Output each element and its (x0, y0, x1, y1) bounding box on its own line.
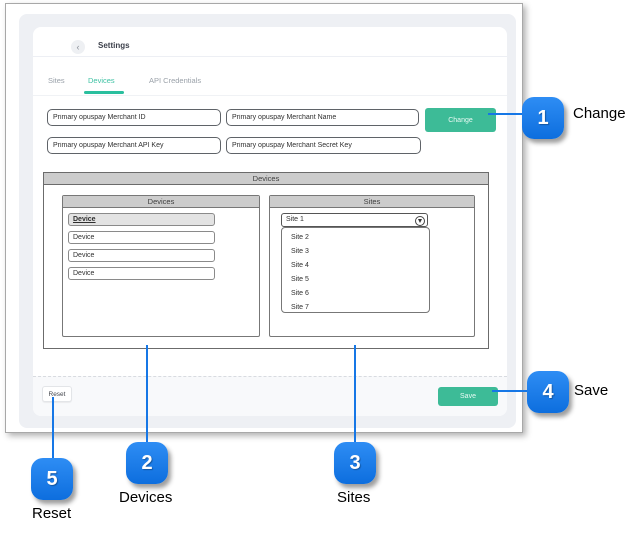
change-button[interactable]: Change (425, 108, 496, 132)
callout-label-sites: Sites (337, 489, 371, 506)
back-button[interactable]: ‹ (71, 40, 85, 54)
device-item[interactable]: Device (68, 213, 215, 226)
device-item[interactable]: Device (68, 249, 215, 262)
merchant-id-field[interactable] (47, 109, 221, 126)
site-list-item[interactable]: Site 4 (291, 262, 309, 269)
sites-column: Sites Site 1 Site 2 Site 3 Site 4 Site 5… (269, 195, 475, 337)
merchant-name-field[interactable] (226, 109, 419, 126)
site-list-item[interactable]: Site 2 (291, 234, 309, 241)
callout-badge-2: 2 (126, 442, 168, 484)
tab-bar: Sites Devices API Credentials (33, 57, 507, 96)
device-item[interactable]: Device (68, 231, 215, 244)
devices-panel-title: Devices (44, 173, 488, 185)
devices-panel-body: Devices Device Device Device Device Site… (44, 185, 488, 348)
callout-5-connector (52, 397, 54, 458)
devices-panel: Devices Devices Device Device Device Dev… (43, 172, 489, 349)
app-window: ‹ Settings Sites Devices API Credentials… (5, 3, 523, 433)
site-dropdown-value: Site 1 (286, 216, 304, 223)
site-list-item[interactable]: Site 5 (291, 276, 309, 283)
sites-list: Site 2 Site 3 Site 4 Site 5 Site 6 Site … (281, 227, 430, 313)
devices-column: Devices Device Device Device Device (62, 195, 260, 337)
tab-sites[interactable]: Sites (48, 76, 65, 85)
callout-badge-1: 1 (522, 97, 564, 139)
callout-label-save: Save (574, 382, 609, 399)
callout-label-reset: Reset (32, 505, 72, 522)
site-dropdown[interactable]: Site 1 (281, 213, 428, 227)
back-icon: ‹ (76, 41, 80, 52)
settings-card: ‹ Settings Sites Devices API Credentials… (33, 27, 507, 416)
callout-label-change: Change (573, 105, 626, 122)
device-item[interactable]: Device (68, 267, 215, 280)
reset-button[interactable]: Reset (42, 386, 72, 402)
site-list-item[interactable]: Site 7 (291, 304, 309, 311)
chevron-down-icon[interactable] (415, 215, 425, 226)
callout-badge-5: 5 (31, 458, 73, 500)
save-button[interactable]: Save (438, 387, 498, 406)
tab-devices[interactable]: Devices (88, 76, 115, 85)
sites-column-header: Sites (270, 196, 474, 208)
tab-api-credentials[interactable]: API Credentials (149, 76, 202, 85)
active-tab-underline (84, 91, 124, 94)
devices-column-header: Devices (63, 196, 259, 208)
card-header: ‹ Settings (33, 27, 507, 57)
callout-2-connector (146, 345, 148, 442)
callout-badge-4: 4 (527, 371, 569, 413)
site-list-item[interactable]: Site 6 (291, 290, 309, 297)
callout-3-connector (354, 345, 356, 442)
callout-label-devices: Devices (119, 489, 173, 506)
site-list-item[interactable]: Site 3 (291, 248, 309, 255)
callout-1-connector (488, 113, 524, 115)
merchant-secret-key-field[interactable] (226, 137, 421, 154)
callout-badge-3: 3 (334, 442, 376, 484)
merchant-api-key-field[interactable] (47, 137, 221, 154)
card-footer: Reset Save (33, 376, 507, 416)
page-title: Settings (98, 41, 130, 50)
callout-4-connector (492, 390, 528, 392)
